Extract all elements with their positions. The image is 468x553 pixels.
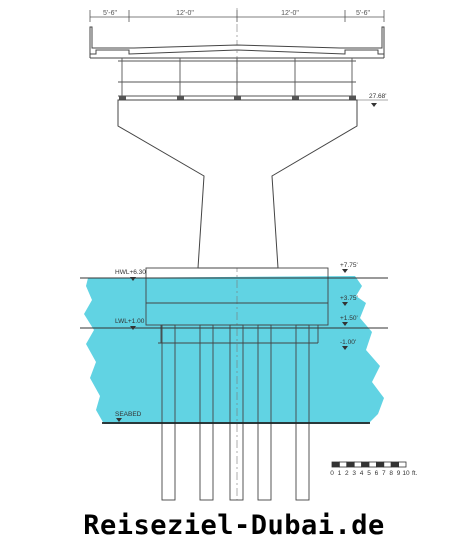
pier-head-and-column [117,99,358,269]
hwl-label: HWL+6.30 [115,269,146,276]
dimension-label-1: 5'-6" [103,10,117,17]
cap-mid-level-marker [342,302,348,306]
seabed-marker [116,418,122,422]
scale-bar-segment [331,461,340,468]
scale-bar-unit-label: ft. [412,470,418,477]
dimension-label-2: 12'-0" [176,10,194,17]
watermark-text: Reiseziel-Dubai.de [83,510,385,541]
pile-level-marker [342,346,348,350]
lwl-label: LWL+1.00 [115,318,145,325]
lwl-marker [130,326,136,330]
scale-bar-segment [346,461,355,468]
scale-bar-tick-label: 2 [345,470,349,477]
scale-bar-segment [375,461,385,468]
scale-bar-segment [383,461,392,468]
scale-bar-segment [398,461,407,468]
dimension-label-4: 5'-6" [356,10,370,17]
scale-bar-segment [390,461,400,468]
water-area [84,276,384,424]
scale-bar-tick-label: 9 [397,470,401,477]
scale-bar-segment [338,461,348,468]
cap-bottom-level-label: +1.50' [340,315,358,322]
scale-bar-tick-label: 7 [382,470,386,477]
scale-bar-segment [353,461,363,468]
cap-bottom-level-marker [342,322,348,326]
seabed-label: SEABED [115,411,142,418]
hwl-marker [130,277,136,281]
scale-bar-tick-label: 10 [402,470,410,477]
girders [118,58,356,98]
dimension-label-3: 12'-0" [281,10,299,17]
piles [161,324,310,501]
cap-top-level-label: +7.75' [340,262,358,269]
cap-mid-level-label: +3.75' [340,295,358,302]
scale-bar-tick-label: 3 [352,470,356,477]
bearings [119,96,356,100]
top-of-pier-level-label: 27.68' [369,93,387,100]
scale-bar-segment [361,461,370,468]
scale-bar-tick-label: 1 [338,470,342,477]
top-of-pier-level-marker [371,103,377,107]
scale-bar-tick-label: 6 [375,470,379,477]
scale-bar-tick-label: 4 [360,470,364,477]
scale-bar-segment [368,461,377,468]
scale-bar-tick-label: 8 [389,470,393,477]
scale-bar-tick-label: 5 [367,470,371,477]
pile-level-label: -1.00' [340,339,356,346]
cap-top-level-marker [342,269,348,273]
scale-bar-tick-label: 0 [330,470,334,477]
